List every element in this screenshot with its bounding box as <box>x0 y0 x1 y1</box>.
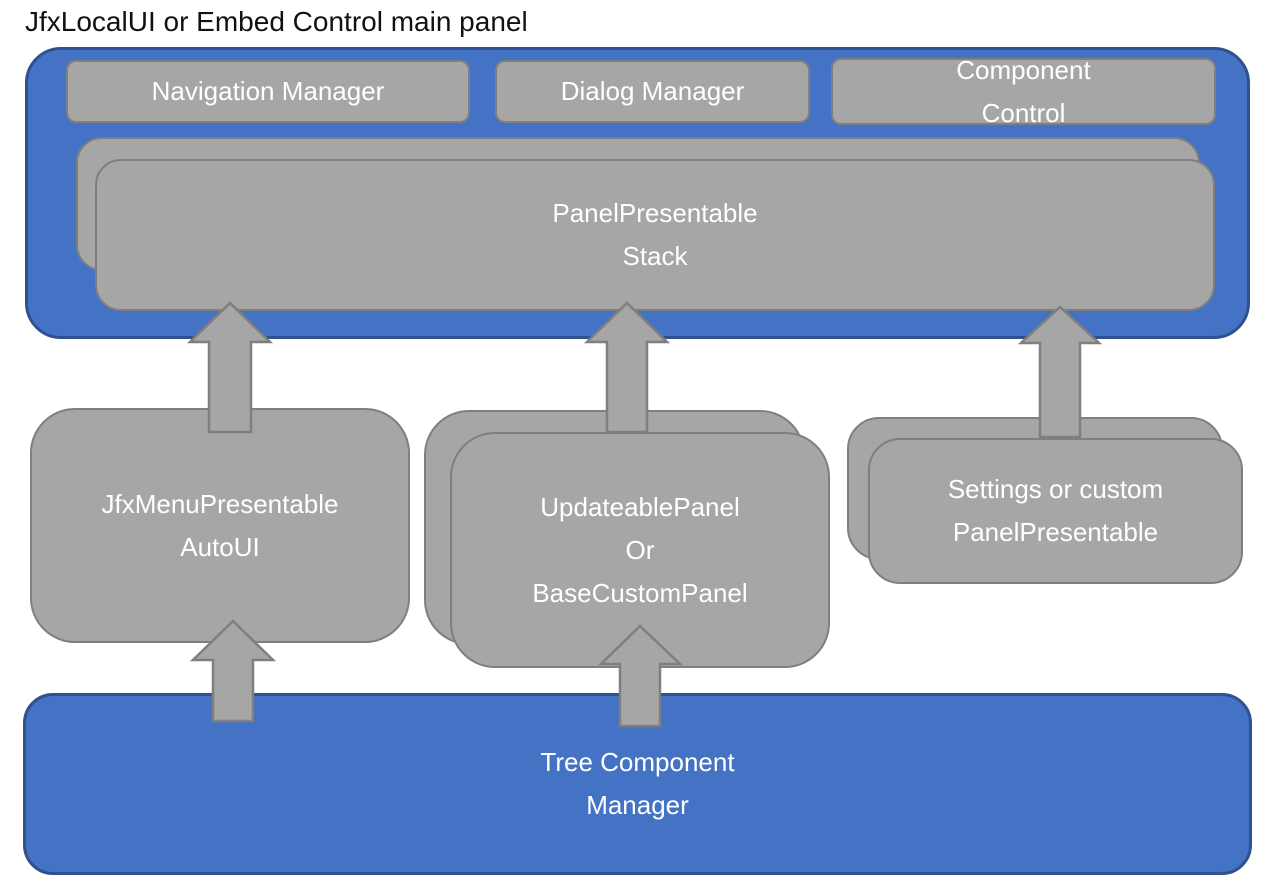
node-component-control: Component Control <box>831 55 1216 128</box>
node-dialog-manager: Dialog Manager <box>495 60 810 123</box>
node-dialog-manager-label: Dialog Manager <box>560 76 745 106</box>
node-navigation-manager: Navigation Manager <box>66 60 470 123</box>
node-updateable-panel-label-line3: BaseCustomPanel <box>532 577 748 608</box>
node-settings-panel-label-line2: PanelPresentable <box>952 517 1159 547</box>
node-tree-component-manager-label-line2: Manager <box>586 790 689 820</box>
main-panel: Navigation Manager Dialog Manager Compon… <box>25 47 1250 339</box>
node-settings-panel-label-line1: Settings or custom <box>947 474 1164 504</box>
node-panel-presentable-stack: PanelPresentable Stack <box>95 159 1215 311</box>
node-updateable-panel-label-line1: UpdateablePanel <box>540 491 740 522</box>
node-settings-panel: Settings or custom PanelPresentable <box>868 438 1243 584</box>
node-updateable-panel-label-line2: Or <box>625 534 655 565</box>
diagram-title: JfxLocalUI or Embed Control main panel <box>25 6 528 37</box>
node-jfx-menu-label-line1: JfxMenuPresentable <box>101 488 339 519</box>
node-panel-presentable-stack-label-line2: Stack <box>622 241 688 271</box>
node-tree-component-manager: Tree Component Manager <box>23 693 1252 875</box>
node-jfx-menu-label-line2: AutoUI <box>180 531 260 562</box>
node-jfx-menu-presentable-autoui: JfxMenuPresentable AutoUI <box>30 408 410 643</box>
node-component-control-label-line2: Control <box>981 97 1066 128</box>
node-component-control-label-line1: Component <box>956 54 1091 85</box>
node-navigation-manager-label: Navigation Manager <box>151 76 385 106</box>
node-tree-component-manager-label-line1: Tree Component <box>540 747 735 777</box>
node-updateable-panel: UpdateablePanel Or BaseCustomPanel <box>450 432 830 668</box>
node-panel-presentable-stack-label-line1: PanelPresentable <box>552 198 758 228</box>
